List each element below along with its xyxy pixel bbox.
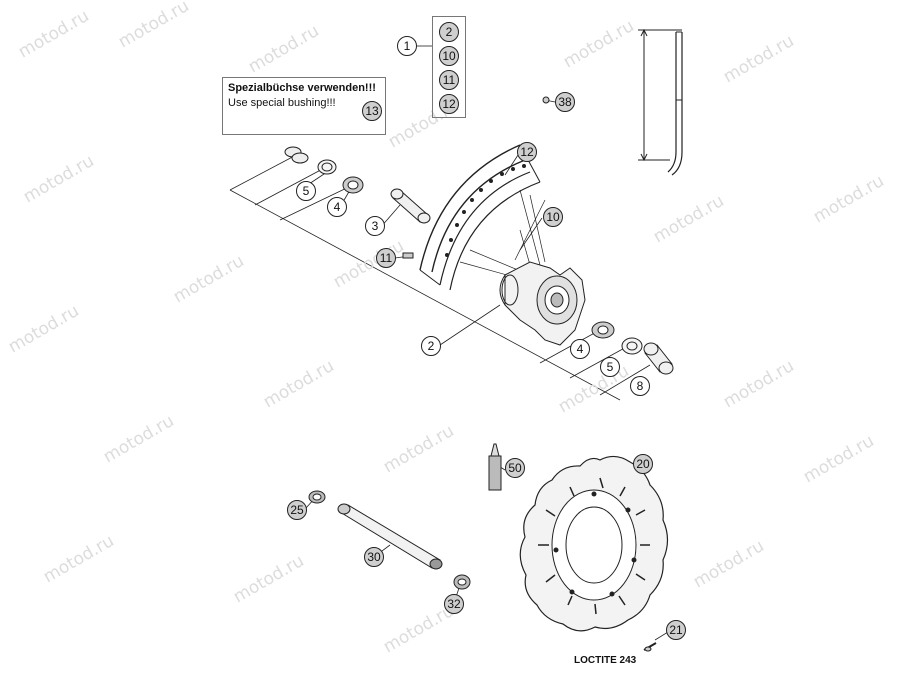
callout-20: 20 bbox=[633, 454, 653, 474]
callout-21: 21 bbox=[666, 620, 686, 640]
right-seal-ring bbox=[621, 337, 643, 355]
callout-30: 30 bbox=[364, 547, 384, 567]
callout-50: 50 bbox=[505, 458, 525, 478]
valve bbox=[542, 96, 550, 104]
note-english: Use special bushing!!! bbox=[228, 97, 336, 109]
callout-10-spokes: 10 bbox=[543, 207, 563, 227]
callout-3: 3 bbox=[365, 216, 385, 236]
loctite-label: LOCTITE 243 bbox=[574, 655, 637, 666]
brake-disc bbox=[519, 455, 669, 632]
callout-8: 8 bbox=[630, 376, 650, 396]
spoke-nipple bbox=[402, 252, 414, 259]
left-spacer bbox=[284, 146, 309, 164]
grease-tube bbox=[488, 443, 502, 491]
callout-2-hub: 2 bbox=[421, 336, 441, 356]
callout-4-right: 4 bbox=[570, 339, 590, 359]
spoke-measurement bbox=[638, 28, 683, 176]
callout-13: 13 bbox=[362, 101, 382, 121]
kit-contents-box bbox=[432, 16, 466, 118]
callout-4-left: 4 bbox=[327, 197, 347, 217]
callout-10: 10 bbox=[439, 46, 459, 66]
right-bearing bbox=[591, 321, 615, 339]
callout-11-nipple: 11 bbox=[376, 248, 396, 268]
callout-25: 25 bbox=[287, 500, 307, 520]
distance-tube bbox=[390, 188, 431, 224]
callout-11: 11 bbox=[439, 70, 459, 90]
special-bushing-note: Spezialbüchse verwenden!!! Use special b… bbox=[222, 77, 386, 135]
left-bearing bbox=[342, 176, 364, 194]
left-seal-ring bbox=[317, 159, 337, 175]
callout-2: 2 bbox=[439, 22, 459, 42]
callout-32: 32 bbox=[444, 594, 464, 614]
axle-nut-right bbox=[453, 574, 471, 590]
callout-1: 1 bbox=[397, 36, 417, 56]
callout-12: 12 bbox=[439, 94, 459, 114]
callout-38: 38 bbox=[555, 92, 575, 112]
note-german: Spezialbüchse verwenden!!! bbox=[228, 82, 376, 94]
wheel-rim bbox=[419, 144, 541, 291]
callout-5-right: 5 bbox=[600, 357, 620, 377]
disc-bolt bbox=[643, 642, 657, 652]
callout-12-rim: 12 bbox=[517, 142, 537, 162]
axle-nut-left bbox=[308, 490, 326, 504]
wheel-hub bbox=[499, 261, 586, 346]
right-spacer bbox=[643, 342, 674, 375]
axle bbox=[337, 503, 443, 570]
callout-5-left: 5 bbox=[296, 181, 316, 201]
